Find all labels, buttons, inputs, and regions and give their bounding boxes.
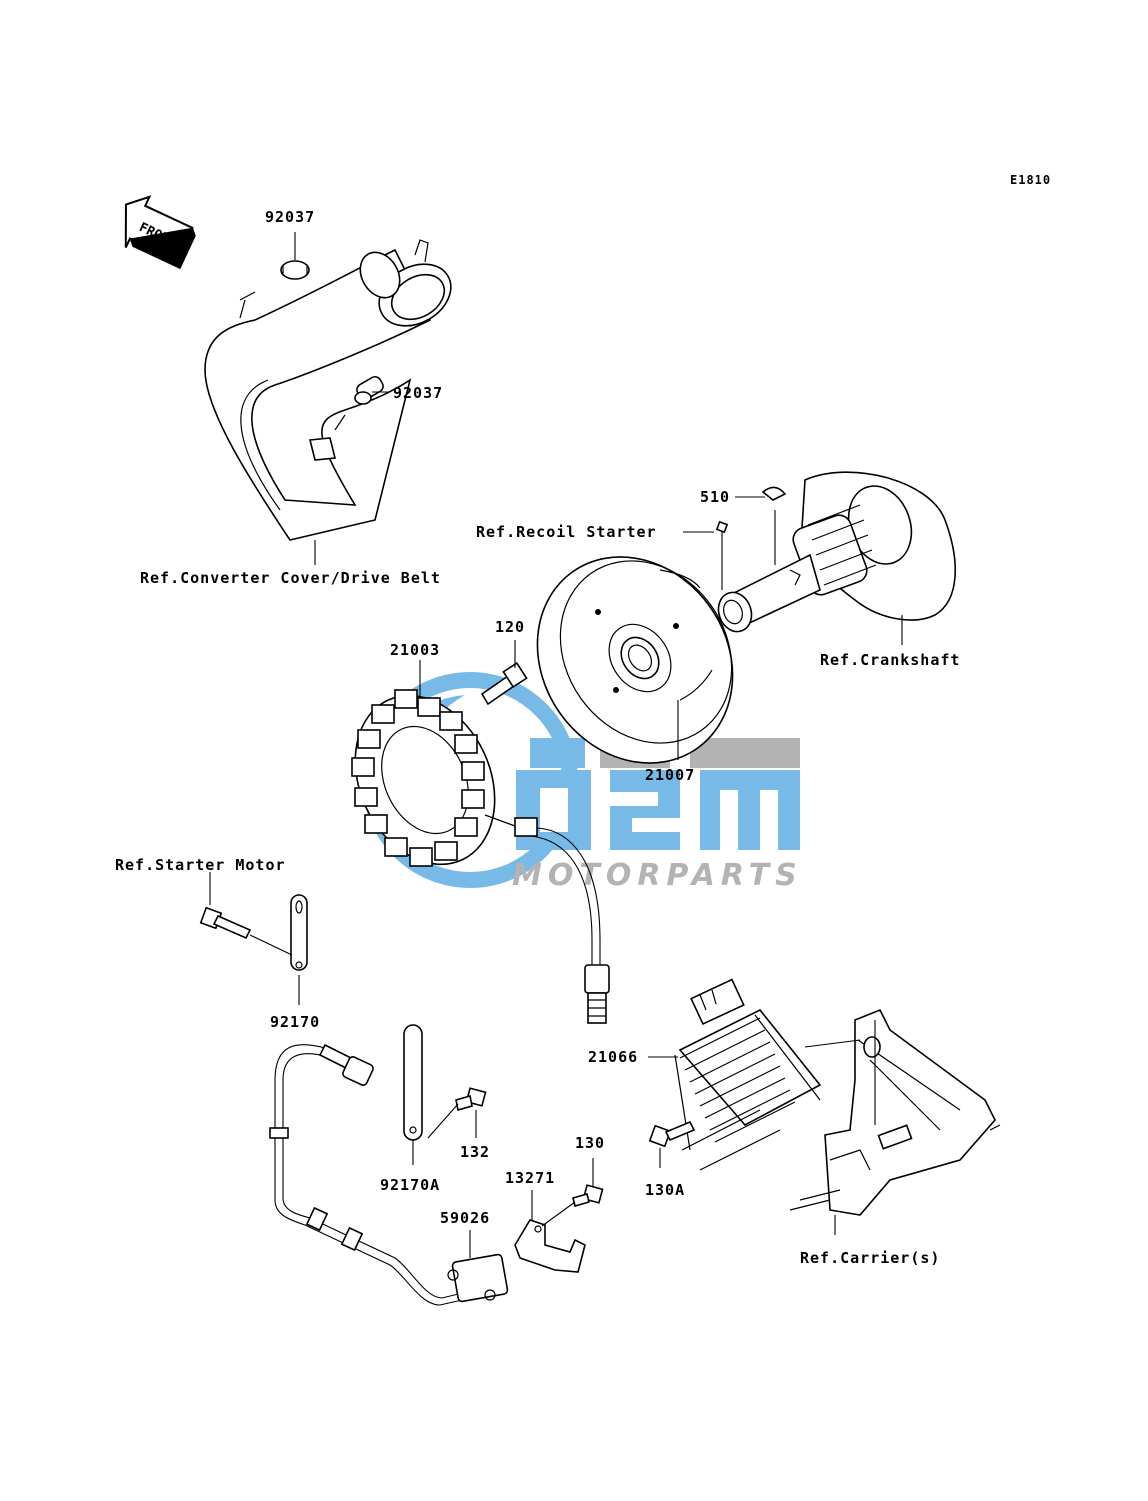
label-92037-top: 92037	[265, 208, 315, 226]
label-13271: 13271	[505, 1169, 555, 1187]
converter-cover-duct	[204, 239, 452, 541]
flywheel-rotor-21007	[536, 556, 734, 764]
ref-converter-cover: Ref.Converter Cover/Drive Belt	[140, 569, 441, 587]
bolt-132	[455, 1087, 487, 1112]
connector-59026	[447, 1253, 509, 1303]
ref-starter-motor: Ref.Starter Motor	[115, 856, 286, 874]
label-130: 130	[575, 1134, 605, 1152]
front-arrow-icon: FRONT	[124, 195, 196, 270]
label-120: 120	[495, 618, 525, 636]
label-21007: 21007	[645, 766, 695, 784]
label-130A: 130A	[645, 1181, 685, 1199]
clamp-92037-mid	[354, 375, 384, 405]
label-92170: 92170	[270, 1013, 320, 1031]
strap-92170A	[403, 1024, 423, 1141]
ref-carrier: Ref.Carrier(s)	[800, 1249, 940, 1267]
label-21003: 21003	[390, 641, 440, 659]
bolt-130	[572, 1184, 604, 1207]
bracket-13271	[514, 1219, 586, 1273]
woodruff-key-510	[715, 486, 787, 534]
label-132: 132	[460, 1143, 490, 1161]
regulator-rectifier-21066	[648, 978, 822, 1171]
label-510: 510	[700, 488, 730, 506]
bolt-120	[480, 661, 528, 706]
carrier-frame	[789, 1008, 1001, 1216]
label-21066: 21066	[588, 1048, 638, 1066]
label-59026: 59026	[440, 1209, 490, 1227]
label-92170A: 92170A	[380, 1176, 440, 1194]
crankshaft	[717, 471, 957, 633]
clamp-92037-top	[280, 260, 310, 280]
ref-crankshaft: Ref.Crankshaft	[820, 651, 960, 669]
diagram-code: E1810	[1010, 173, 1051, 187]
osm-watermark: MOTORPARTS	[362, 672, 803, 893]
bolt-starter-motor	[199, 906, 252, 940]
ref-recoil-starter: Ref.Recoil Starter	[476, 523, 657, 541]
strap-92170	[290, 894, 308, 971]
leader-lines	[209, 232, 903, 1258]
watermark-brand-small: MOTORPARTS	[512, 858, 803, 893]
wire-harness	[269, 1043, 476, 1306]
label-92037-mid: 92037	[393, 384, 443, 402]
stator-21003	[351, 689, 610, 1024]
